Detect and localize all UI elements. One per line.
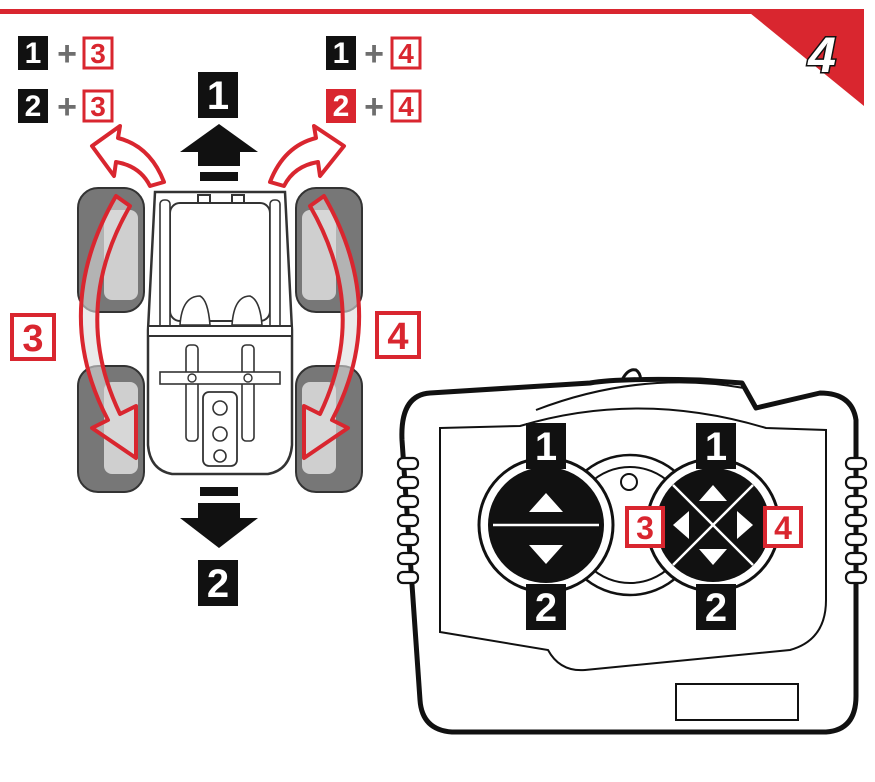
axle: [159, 371, 281, 385]
spin-left-arrow-icon: [78, 194, 138, 460]
badge-label: 4: [398, 91, 414, 122]
left-down-badge: [526, 584, 566, 630]
top-rule: [0, 9, 864, 14]
combo-2-plus-3: 2 + 3: [18, 88, 114, 126]
badge-label: 1: [333, 37, 350, 70]
left-down-badge-label: 2: [535, 586, 557, 630]
right-turn-badge: [375, 311, 421, 359]
battery-cover: [675, 683, 799, 721]
plus-sign: +: [364, 35, 384, 73]
plus-sign: +: [57, 35, 77, 73]
combo-2-plus-4: 2 + 4: [326, 88, 422, 126]
top-face-line: [535, 381, 757, 411]
right-grip: [844, 456, 868, 585]
plus-sign: +: [57, 88, 77, 126]
turn-right-arrow-icon: [268, 124, 346, 188]
cross-bar: [147, 325, 293, 337]
reverse-arrow-icon: [180, 503, 258, 548]
bolt: [243, 373, 253, 383]
right-up-badge: [696, 423, 736, 469]
badge-label: 3: [90, 91, 106, 122]
gear: [212, 426, 228, 442]
left-up-badge: [526, 423, 566, 469]
reverse-dash: [200, 487, 238, 496]
combo-1-plus-4: 1 + 4: [326, 35, 422, 73]
reverse-badge: [198, 560, 238, 606]
left-turn-badge-label: 3: [22, 318, 43, 360]
right-down-badge-label: 2: [705, 586, 727, 630]
left-turn-badge: [10, 313, 56, 361]
reverse-indicator: 2: [180, 487, 258, 606]
seat-left: [179, 295, 211, 326]
seat-right: [231, 295, 263, 326]
right-left-badge-label: 3: [636, 510, 654, 546]
badge-red: [390, 89, 422, 123]
step-corner: [745, 9, 864, 106]
right-down-badge: [696, 584, 736, 630]
left-up-badge-label: 1: [535, 425, 557, 469]
right-right-badge-label: 4: [774, 510, 792, 546]
face-panel: [439, 407, 827, 672]
badge-red: [82, 36, 114, 70]
gear: [213, 449, 227, 463]
forward-badge-label: 1: [207, 74, 229, 118]
turn-left-arrow-icon: [90, 124, 166, 188]
right-up-badge-label: 1: [705, 425, 727, 469]
badge-label: 2: [333, 90, 350, 123]
step-number: 4: [807, 27, 836, 83]
badge-black: [18, 89, 48, 123]
forward-arrow-icon: [180, 124, 258, 166]
bolt: [187, 373, 197, 383]
chassis-rail: [241, 344, 255, 442]
badge-red: [82, 89, 114, 123]
badge-black: [18, 36, 48, 70]
badge-red: [390, 36, 422, 70]
triangle-right-icon: [737, 511, 753, 539]
triangle-down-icon: [529, 545, 563, 564]
badge-black: [326, 36, 356, 70]
right-left-badge: [625, 506, 665, 548]
spin-right-arrow-icon: [302, 194, 362, 460]
left-grip: [396, 456, 420, 585]
triangle-up-icon: [529, 493, 563, 512]
badge-label: 1: [25, 37, 42, 70]
badge-label: 4: [398, 38, 414, 69]
chassis-rail: [185, 344, 199, 442]
forward-badge: [198, 72, 238, 118]
plus-sign: +: [364, 88, 384, 126]
badge-label: 3: [90, 38, 106, 69]
right-turn-badge-label: 4: [387, 316, 408, 358]
triangle-up-icon: [699, 485, 727, 501]
forward-indicator: 1: [180, 72, 258, 181]
gear: [212, 400, 228, 416]
reverse-badge-label: 2: [207, 562, 229, 606]
triangle-left-icon: [673, 511, 689, 539]
badge-red-filled: [326, 89, 356, 123]
badge-label: 2: [25, 90, 42, 123]
roll-bar-left: [159, 199, 171, 331]
remote-control: 1 2 1 2 3 4: [396, 368, 868, 735]
forward-dash: [200, 172, 238, 181]
roll-bar-right: [269, 199, 281, 331]
right-right-badge: [763, 506, 803, 548]
triangle-down-icon: [699, 549, 727, 565]
right-stick-divider: [672, 484, 754, 566]
power-led: [620, 473, 638, 491]
combo-1-plus-3: 1 + 3: [18, 35, 114, 73]
